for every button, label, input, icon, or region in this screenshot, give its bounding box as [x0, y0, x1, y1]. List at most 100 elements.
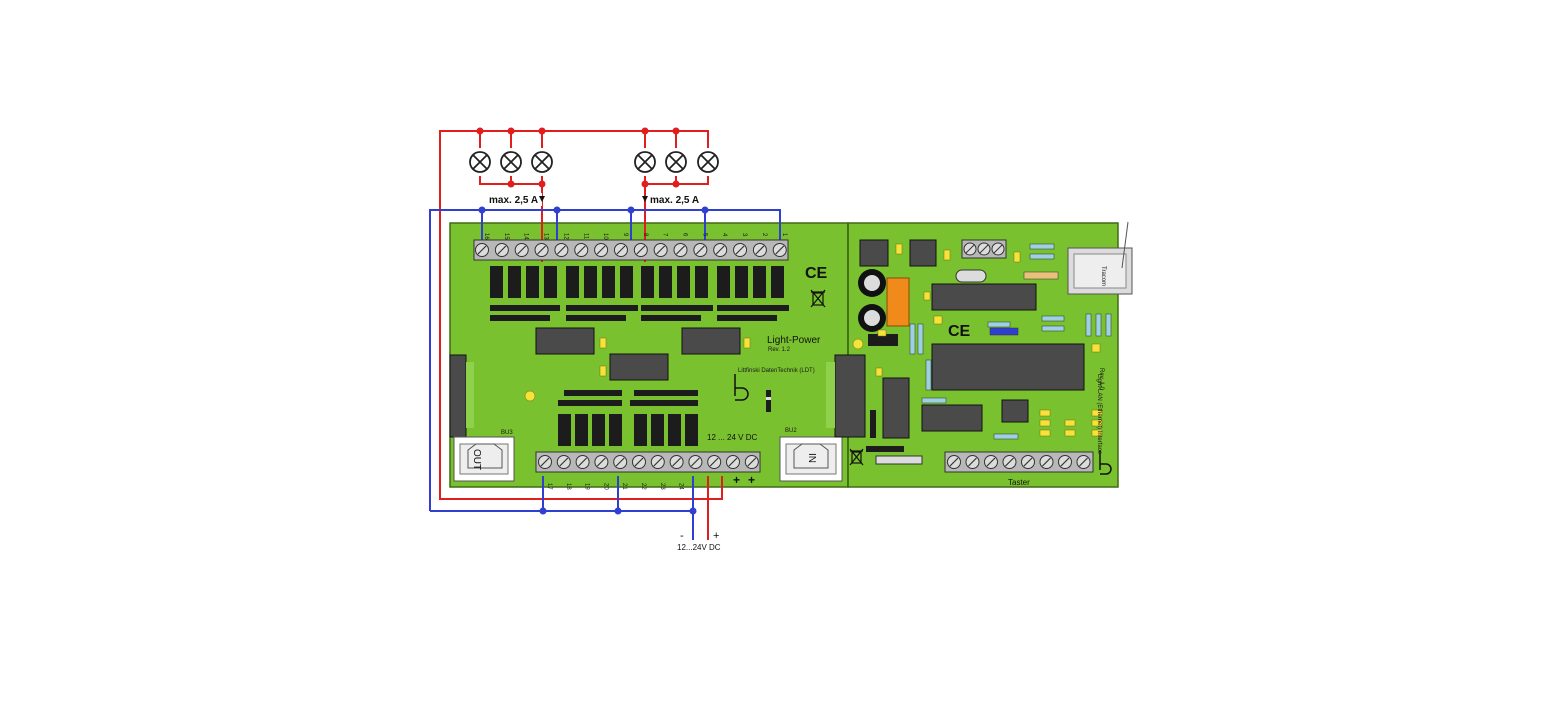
power-driver [651, 414, 664, 446]
terminal-screw [673, 243, 688, 257]
relay-bank-bottom [558, 414, 698, 446]
power-driver [490, 266, 503, 298]
red-junctions [476, 127, 680, 188]
terminal-number-label: 23 [659, 483, 665, 490]
power-driver [575, 414, 588, 446]
terminal-screw [1058, 455, 1072, 469]
terminal-number-label: 17 [546, 483, 552, 490]
terminal-screw [594, 243, 609, 257]
out-connector [453, 436, 515, 482]
terminal-number-label: 5 [701, 233, 707, 237]
power-driver [634, 414, 647, 446]
input-minus: - [680, 530, 684, 542]
power-driver [544, 266, 557, 298]
terminal-number-label: 20 [602, 483, 608, 490]
terminal-screw [575, 455, 590, 469]
power-driver [717, 266, 730, 298]
terminal-screw [554, 243, 569, 257]
taster-label: Taster [1008, 478, 1030, 487]
in-connector [779, 436, 843, 482]
terminal-screw [594, 455, 609, 469]
terminal-screw [650, 455, 665, 469]
power-driver [526, 266, 539, 298]
terminal-screw [744, 455, 759, 469]
terminal-screw [693, 243, 708, 257]
terminal-number-label: 2 [761, 233, 767, 237]
terminal-screw [669, 455, 684, 469]
crystal [955, 269, 987, 283]
terminal-number-label: 10 [602, 233, 608, 240]
blue-junctions [478, 206, 709, 515]
terminal-number-label: 8 [642, 233, 648, 237]
terminal-screw [574, 243, 589, 257]
rj45-connector [1067, 247, 1133, 295]
ribbon-header [826, 354, 866, 438]
terminal-screw [772, 243, 787, 257]
terminal-screw [752, 243, 767, 257]
terminal-screw [733, 243, 748, 257]
terminal-screw [707, 455, 722, 469]
power-driver [735, 266, 748, 298]
lamp-group-left [469, 151, 553, 173]
driver-bars [490, 305, 789, 321]
current-label-right: max. 2,5 A [650, 195, 699, 206]
power-driver [558, 414, 571, 446]
lamp-group-right [634, 151, 719, 173]
ce-mark: CE [805, 265, 828, 282]
terminal-screw [713, 243, 728, 257]
electrolytic-caps [858, 269, 886, 332]
terminal-screw [475, 243, 489, 257]
lamp-icon [469, 151, 491, 173]
terminal-screw [965, 455, 980, 469]
bu3-label: BU3 [501, 430, 513, 436]
ic-chips-power [524, 327, 751, 402]
in-label: IN [806, 453, 817, 463]
terminal-screw [984, 455, 998, 469]
power-driver [685, 414, 698, 446]
connector-brand: Tracom [1100, 266, 1106, 286]
power-driver [771, 266, 784, 298]
terminal-number-label: 14 [523, 233, 529, 240]
terminal-number-label: 18 [565, 483, 571, 490]
arrow-down-icon [539, 196, 545, 202]
power-driver [566, 266, 579, 298]
power-driver [620, 266, 633, 298]
lan-ics [859, 239, 1085, 439]
arrow-down-icon [642, 196, 648, 202]
lamp-icon [634, 151, 656, 173]
terminal-number-label: 22 [640, 483, 646, 490]
power-driver [641, 266, 654, 298]
terminal-screw [1039, 455, 1054, 469]
terminal-number-label: 19 [584, 483, 590, 490]
terminal-number-label: 3 [741, 233, 747, 237]
ldt-logo-icon [1099, 450, 1112, 475]
orange-component [886, 277, 910, 327]
ldt-logo-icon [734, 374, 749, 401]
plus-sign-a: + [733, 473, 740, 487]
taster-terminal-block [944, 451, 1094, 473]
lamp-icon [531, 151, 553, 173]
power-driver [659, 266, 672, 298]
weee-bin-icon [810, 289, 826, 308]
terminal-number-label: 15 [503, 233, 509, 240]
yellow-caps [852, 243, 1103, 437]
power-driver [508, 266, 521, 298]
terminal-number-label: 11 [582, 233, 588, 240]
diode [766, 390, 771, 412]
terminal-number-label: 16 [483, 233, 489, 240]
terminal-screw [726, 455, 740, 469]
plus-sign-b: + [748, 473, 755, 487]
lamp-icon [697, 151, 719, 173]
lamp-icon [665, 151, 687, 173]
terminal-number-label: 6 [682, 233, 688, 237]
board-revision: Rev. 1.2 [768, 347, 791, 353]
power-driver [668, 414, 681, 446]
terminal-number-label: 1 [781, 233, 787, 237]
terminal-screw [1076, 455, 1091, 469]
terminal-screw [556, 455, 571, 469]
terminal-screw [494, 243, 509, 257]
top-terminal-block [473, 239, 789, 261]
